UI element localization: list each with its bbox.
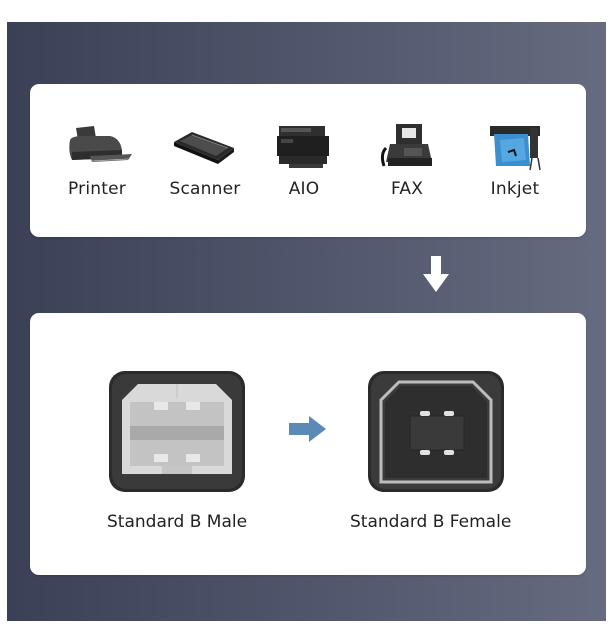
device-label: FAX [390, 179, 424, 199]
device-label: AIO [288, 179, 320, 199]
scanner-icon [174, 132, 234, 164]
fax-machine-icon [380, 124, 432, 167]
device-label: Inkjet [490, 179, 540, 199]
inkjet-plotter-icon [490, 126, 541, 171]
device-label: Printer [68, 179, 126, 199]
compatible-devices-card: Printer Scanner AIO [30, 84, 586, 237]
all-in-one-printer-icon [277, 126, 329, 168]
male-connector-label: Standard B Male [107, 512, 248, 532]
right-arrow-icon [289, 416, 326, 442]
printer-icon [69, 126, 132, 162]
usb-b-male-icon [109, 371, 245, 492]
down-arrow-icon [423, 256, 449, 292]
device-label: Scanner [169, 179, 241, 199]
female-connector-label: Standard B Female [350, 512, 512, 532]
usb-b-female-icon [368, 371, 504, 492]
